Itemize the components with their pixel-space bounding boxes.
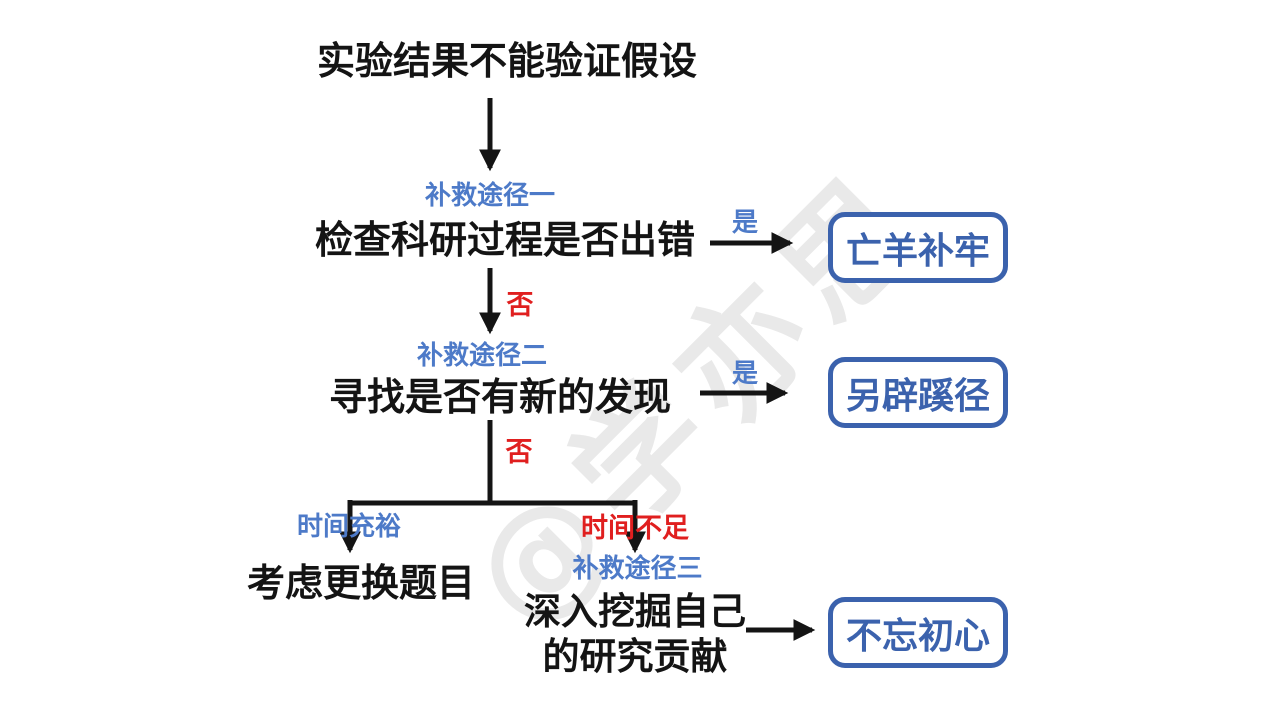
step1-node: 检查科研过程是否出错 [314, 218, 695, 262]
edge-label-yes2: 是 [731, 359, 758, 389]
edge-label-time-short: 时间不足 [581, 513, 689, 544]
edge-label-no2: 否 [505, 437, 533, 468]
outcome-box-2: 另辟蹊径 [828, 357, 1008, 428]
step3-line1: 深入挖掘自己 [524, 590, 746, 633]
step2-node: 寻找是否有新的发现 [328, 375, 671, 419]
start-node: 实验结果不能验证假设 [316, 39, 697, 83]
edge-label-no1: 否 [506, 290, 534, 321]
outcome-box-3: 不忘初心 [828, 597, 1008, 668]
step3-line2: 的研究贡献 [542, 635, 728, 678]
step2-tag: 补救途径二 [416, 341, 547, 371]
step1-tag: 补救途径一 [424, 181, 555, 211]
left-outcome-node: 考虑更换题目 [247, 561, 476, 605]
outcome-box-1: 亡羊补牢 [828, 212, 1008, 283]
step3-tag: 补救途径三 [572, 554, 703, 584]
step3-node: 深入挖掘自己 的研究贡献 [515, 589, 755, 679]
edge-label-yes1: 是 [731, 208, 758, 238]
edge-label-time-enough: 时间充裕 [296, 512, 401, 542]
